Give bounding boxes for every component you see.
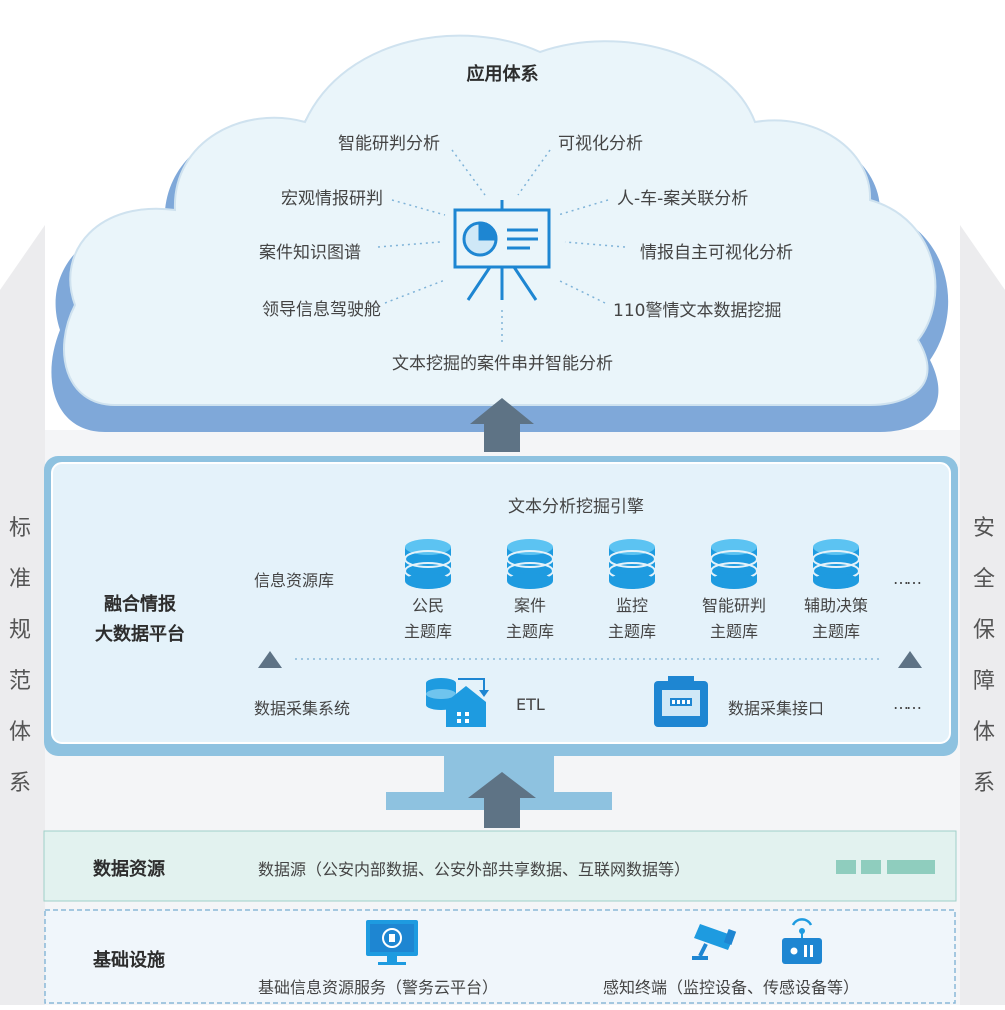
db-label-citizen-line1: 公民 (411, 596, 444, 615)
infra-sensor-terminal: 感知终端（监控设备、传感设备等） (603, 978, 860, 997)
db-label-monitor-line1: 监控 (615, 596, 648, 615)
engine-label: 文本分析挖掘引擎 (508, 497, 644, 517)
left-system-char: 系 (8, 771, 31, 796)
sensor-device-icon (782, 918, 822, 964)
database-icon (404, 539, 452, 589)
cloud-item-110-text-mining: 110警情文本数据挖掘 (613, 301, 782, 321)
interface-icon (654, 676, 708, 727)
platform-title-line2: 大数据平台 (95, 624, 185, 645)
cloud-title: 应用体系 (466, 64, 539, 85)
right-system-char: 安 (972, 516, 995, 541)
infra-cloud-platform: 基础信息资源服务（警务云平台） (258, 978, 499, 997)
cloud-item-visual-analysis: 可视化分析 (558, 134, 643, 154)
cloud-item-person-car-case: 人-车-案关联分析 (617, 189, 749, 209)
interface-label: 数据采集接口 (728, 699, 825, 718)
right-system-char: 系 (972, 771, 995, 796)
database-icon (710, 539, 758, 589)
left-system-char: 标 (8, 516, 31, 541)
data-resource-desc: 数据源（公安内部数据、公安外部共享数据、互联网数据等） (258, 860, 691, 879)
right-system-char: 全 (972, 567, 995, 592)
left-system-char: 准 (8, 567, 31, 592)
right-system-char: 障 (972, 669, 995, 694)
db-label-case-line2: 主题库 (505, 622, 554, 641)
infrastructure-title: 基础设施 (93, 950, 165, 971)
db-label-monitor: 监控 主题库 (577, 593, 687, 645)
data-resource-band (43, 830, 957, 902)
cloud-server-monitor-icon (366, 920, 418, 965)
data-block-2 (861, 860, 881, 874)
db-label-citizen: 公民 主题库 (373, 593, 483, 645)
right-pillar (960, 225, 1005, 1005)
cloud-item-intel-visual: 情报自主可视化分析 (640, 243, 793, 263)
right-up-triangle (898, 651, 922, 668)
db-label-monitor-line2: 主题库 (607, 622, 656, 641)
db-label-decision-support-line1: 辅助决策 (803, 596, 868, 615)
collect-more-ellipsis: …… (893, 694, 922, 713)
cloud-item-smart-analysis: 智能研判分析 (338, 134, 440, 154)
data-block-1 (836, 860, 856, 874)
right-system-char: 体 (972, 720, 995, 745)
radial-dotted-lines (377, 149, 626, 345)
left-system-char: 范 (8, 669, 31, 694)
cloud-item-case-linking: 文本挖掘的案件串并智能分析 (392, 354, 613, 374)
cloud-item-macro-intel: 宏观情报研判 (281, 189, 383, 209)
left-pillar (0, 225, 45, 1005)
db-label-smart-judgement-line1: 智能研判 (701, 596, 766, 615)
right-system-char: 保 (972, 618, 995, 643)
etl-icon (426, 678, 489, 727)
cloud-item-case-knowledge-graph: 案件知识图谱 (259, 243, 361, 263)
resource-library-label: 信息资源库 (254, 571, 335, 590)
collect-system-label: 数据采集系统 (254, 699, 351, 718)
db-more-ellipsis: …… (893, 569, 922, 588)
data-block-3 (887, 860, 935, 874)
left-up-triangle (258, 651, 282, 668)
platform-title: 融合情报 大数据平台 (70, 590, 210, 650)
database-icon (812, 539, 860, 589)
database-icon (506, 539, 554, 589)
platform-inner-panel (51, 462, 951, 744)
etl-label: ETL (516, 695, 545, 714)
db-label-citizen-line2: 主题库 (403, 622, 452, 641)
left-system-char: 体 (8, 720, 31, 745)
cloud-item-leader-cockpit: 领导信息驾驶舱 (262, 300, 381, 320)
db-label-smart-judgement: 智能研判 主题库 (679, 593, 789, 645)
presentation-board-icon (453, 200, 551, 301)
data-resource-title: 数据资源 (93, 859, 165, 880)
platform-title-line1: 融合情报 (104, 594, 176, 615)
db-label-decision-support-line2: 主题库 (811, 622, 860, 641)
database-icon (608, 539, 656, 589)
arrow-up-to-cloud (470, 398, 534, 452)
left-system-char: 规 (8, 618, 31, 643)
database-icons (404, 539, 860, 589)
db-label-smart-judgement-line2: 主题库 (709, 622, 758, 641)
arrow-up-to-platform (468, 772, 536, 828)
cctv-camera-icon (692, 924, 737, 960)
db-label-case-line1: 案件 (513, 596, 546, 615)
db-label-case: 案件 主题库 (475, 593, 585, 645)
db-label-decision-support: 辅助决策 主题库 (781, 593, 891, 645)
